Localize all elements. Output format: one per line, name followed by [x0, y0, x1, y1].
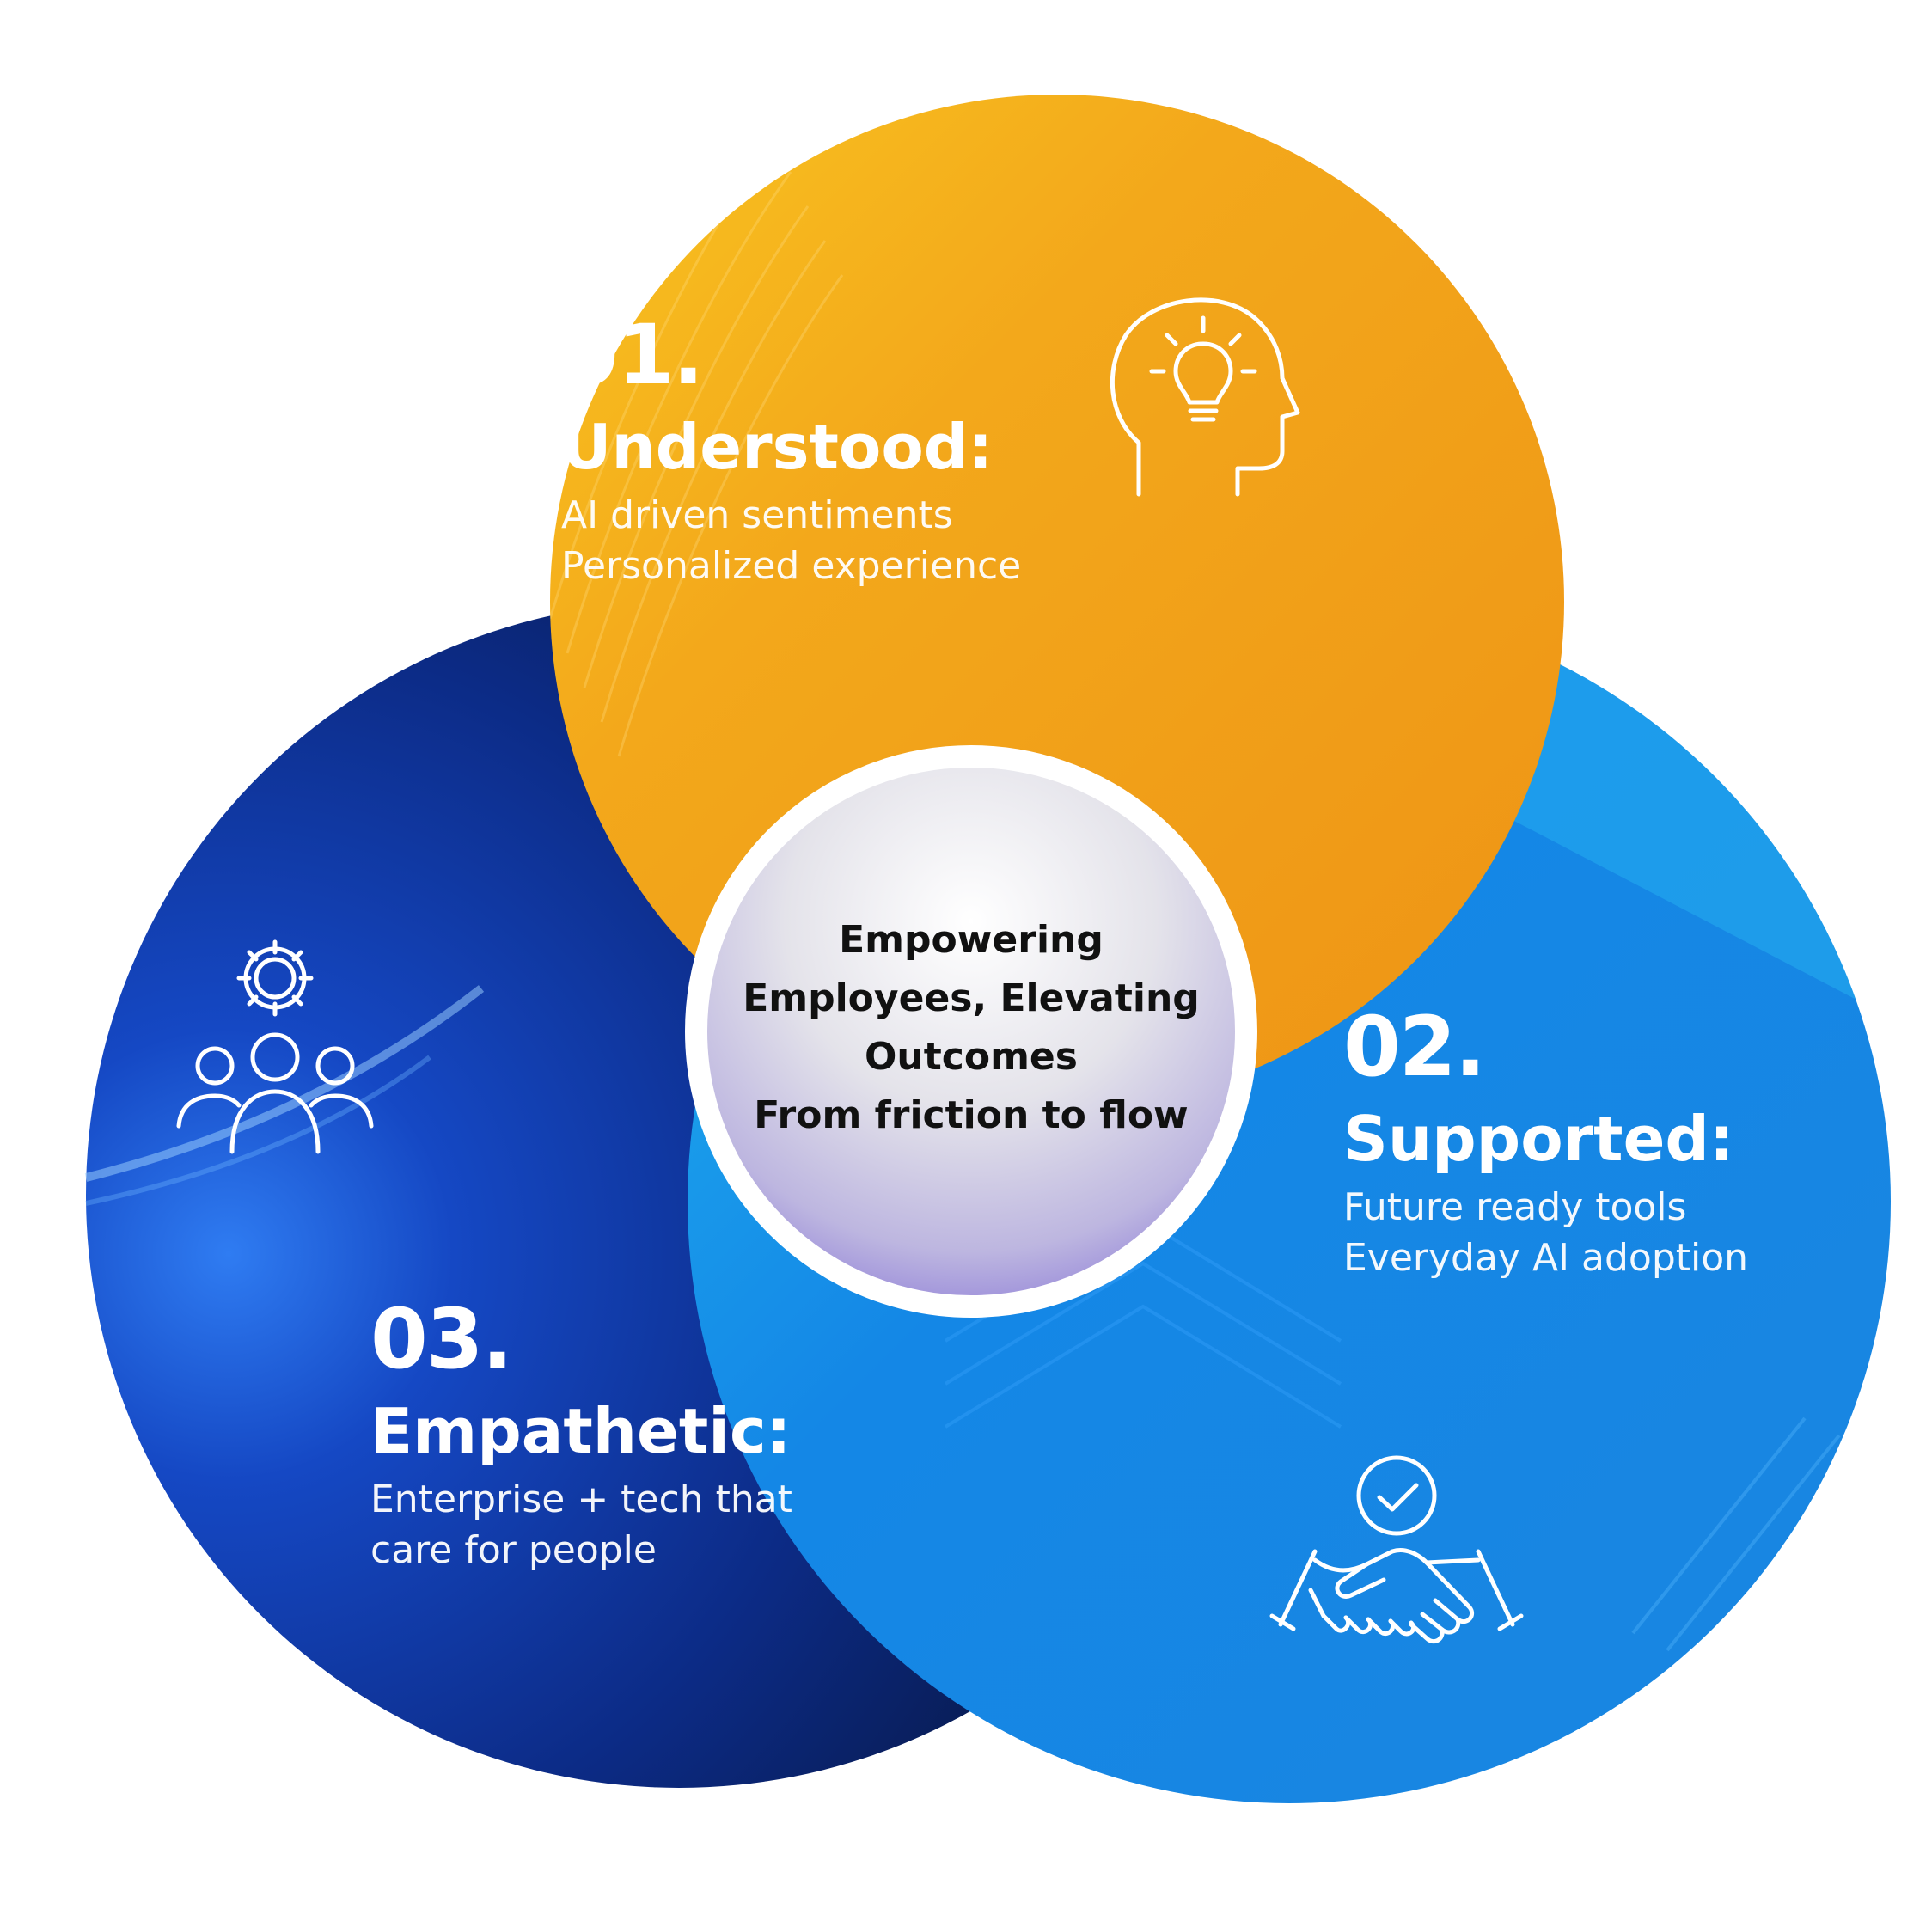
- handshake-check-icon: [1269, 1455, 1524, 1644]
- section-line: Personalized experience: [561, 544, 1022, 589]
- center-text: Empowering Employees, Elevating Outcomes…: [713, 911, 1229, 1145]
- section-line: care for people: [370, 1528, 657, 1573]
- section-number: 01.: [561, 307, 704, 403]
- section-title: Supported:: [1343, 1103, 1734, 1175]
- section-number: 03.: [370, 1291, 513, 1387]
- center-line: Outcomes: [865, 1035, 1078, 1079]
- section-title: Empathetic:: [370, 1395, 792, 1467]
- section-line: Future ready tools: [1343, 1184, 1687, 1229]
- head-lightbulb-icon: [1110, 297, 1300, 497]
- section-line: Everyday AI adoption: [1343, 1236, 1749, 1281]
- section-empathetic: 03. Empathetic: Enterprise + tech that c…: [370, 1298, 792, 1576]
- center-line: Employees, Elevating: [743, 976, 1200, 1020]
- section-title: Understood:: [561, 411, 994, 483]
- center-circle: [685, 745, 1257, 1318]
- team-gear-icon: [176, 939, 374, 1154]
- center-line: Empowering: [839, 918, 1104, 962]
- section-supported: 02. Supported: Future ready tools Everyd…: [1343, 1006, 1748, 1284]
- section-line: AI driven sentiments: [561, 493, 953, 537]
- center-line: From friction to flow: [754, 1093, 1189, 1137]
- section-number: 02.: [1343, 999, 1486, 1095]
- section-understood: 01. Understood: AI driven sentiments Per…: [561, 314, 1021, 592]
- section-line: Enterprise + tech that: [370, 1477, 792, 1521]
